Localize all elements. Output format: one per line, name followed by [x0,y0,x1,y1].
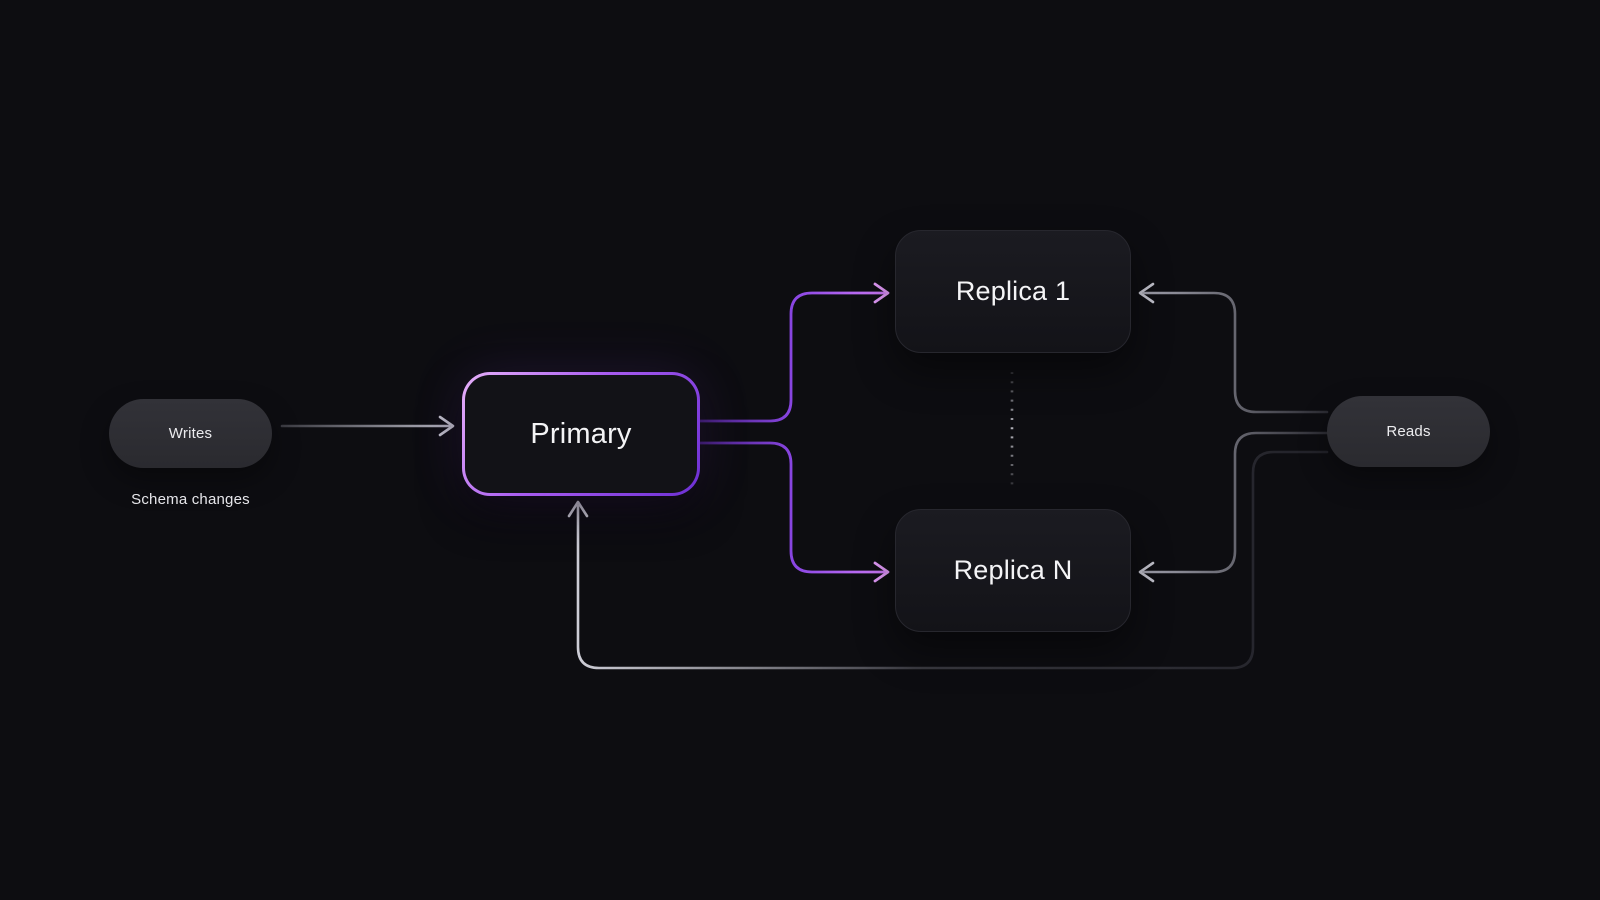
replica-1-node: Replica 1 [895,230,1131,353]
replica-1-label: Replica 1 [955,276,1071,306]
replica-n-label: Replica N [953,555,1073,585]
writes-label: Writes [168,425,213,442]
edge-primary-to-replica-1 [698,291,886,423]
edge-reads-to-replica-n [1142,431,1329,574]
edge-reads-to-replica-1 [1142,291,1329,414]
arrowhead-return-to-primary [567,500,589,518]
reads-label: Reads [1386,423,1431,440]
replica-n-node: Replica N [895,509,1131,632]
reads-node: Reads [1327,396,1490,467]
arrowhead-primary-to-replica-1 [873,282,890,304]
arrowhead-reads-to-replica-1 [1138,282,1155,304]
writes-node: Writes [109,399,272,468]
schema-changes-annotation: Schema changes [131,491,250,508]
primary-node: Primary [462,372,700,496]
arrowhead-reads-to-replica-n [1138,561,1155,583]
edge-primary-to-replica-n [698,441,886,574]
arrowhead-primary-to-replica-n [873,561,890,583]
primary-label: Primary [530,417,632,450]
arrowhead-writes-to-primary [438,415,455,437]
